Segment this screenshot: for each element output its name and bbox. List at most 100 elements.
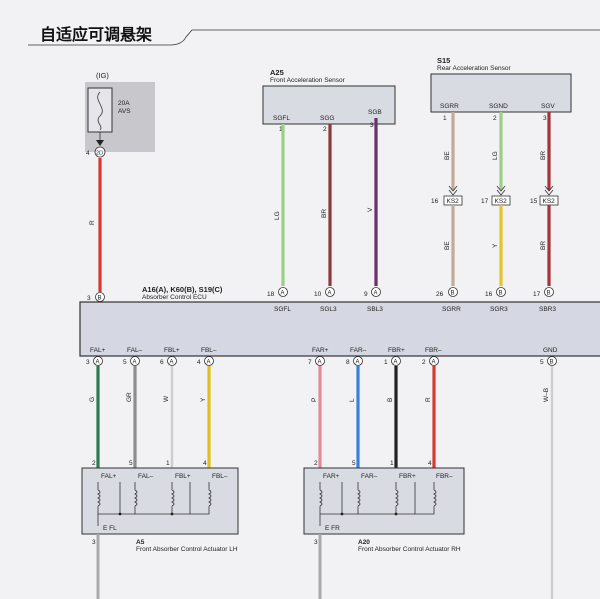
ecu-top-pin-name-1: SGFL [274, 306, 291, 313]
actuator-rh-coils [319, 482, 437, 526]
junction-2: KS2 17 [481, 185, 511, 206]
actuator-rh-node-2 [394, 512, 398, 516]
ecu-top-pin-name-4: SGRR [442, 306, 461, 313]
actuator-rh-ground-pin: 3 [314, 539, 318, 546]
rear-sensor-name: Rear Acceleration Sensor [437, 65, 512, 72]
ecu-top-pin-circle-1 [278, 287, 288, 297]
ecu-top-pin-num-1: 18 [267, 291, 275, 298]
rear-sensor-pin-1: 1 [443, 115, 447, 122]
ecu-bottom-pin-conn-1: A [96, 360, 100, 366]
actuator-lh-pin-1: 2 [92, 460, 96, 467]
actuator-lh-pin-2: 5 [129, 460, 133, 467]
actuator-lh-coil-4-icon [189, 482, 212, 515]
actuator-rh-coil-2-icon [341, 482, 361, 515]
rear-sensor-wire-code-1: BE [444, 151, 451, 160]
ecu-bottom-wire-code-6: L [349, 398, 356, 402]
junction-2-pin: 17 [481, 198, 489, 205]
ecu-bottom-pin-num-7: 1 [384, 359, 388, 366]
actuator-rh-pin-3: 1 [390, 460, 394, 467]
ecu-bottom-pin-conn-8: A [432, 360, 436, 366]
front-sensor-wire-code-2: BR [321, 209, 328, 218]
ecu-bottom-pin-num-6: 8 [346, 359, 350, 366]
ecu-bottom-wire-code-8: R [425, 397, 432, 402]
power-pin: 3 [87, 295, 91, 302]
front-sensor-name: Front Acceleration Sensor [270, 77, 346, 84]
actuator-lh-ground-pin: 3 [92, 539, 96, 546]
ecu-bottom-pin-circle-1 [93, 356, 103, 366]
junction-3-chevron-icon [544, 185, 554, 196]
fuse-connector-circle [94, 146, 106, 158]
actuator-lh-pin-3: 1 [166, 460, 170, 467]
actuator-rh-pin-name-4: FBR– [436, 473, 453, 480]
ecu-bottom-pin-name-9: GND [543, 347, 558, 354]
rear-sensor-pin-name-2: SGND [489, 103, 508, 110]
power-pin-conn: B [98, 296, 102, 302]
ecu-top-pin-circle-6 [544, 287, 554, 297]
front-sensor-pin-name-3: SGB [368, 109, 382, 116]
ecu-top-pin-name-2: SGL3 [320, 306, 337, 313]
ecu-top-pin-circle-5 [496, 287, 506, 297]
actuator-rh-ground: E FR [325, 525, 340, 532]
junction-1-chevron-icon [448, 185, 458, 196]
ecu-bottom-pin-num-3: 6 [160, 359, 164, 366]
ecu-bottom-pin-name-4: FBL– [201, 347, 217, 354]
actuator-lh-ground: E FL [103, 525, 117, 532]
ecu-top-pin-num-4: 26 [436, 291, 444, 298]
ecu-bottom-wire-code-4: Y [200, 397, 207, 402]
actuator-lh-name: Front Absorber Control Actuator LH [136, 546, 238, 553]
ecu-bottom-pin-num-1: 3 [86, 359, 90, 366]
ecu-bottom-pin-circle-8 [429, 356, 439, 366]
ecu-codes: A16(A), K60(B), S19(C) [142, 285, 223, 294]
ecu-top-pin-num-3: 9 [364, 291, 368, 298]
ecu-bottom-pin-circle-3 [167, 356, 177, 366]
actuator-lh-pin-name-2: FAL– [138, 473, 154, 480]
actuator-lh-code: A5 [136, 539, 145, 546]
rear-sensor-wire-code-3: BR [540, 151, 547, 160]
ecu-top-pin-conn-1: A [281, 291, 285, 297]
front-sensor-pin-3: 3 [370, 122, 374, 129]
actuator-rh-code: A20 [358, 539, 370, 546]
fuse-block: (IG) 20A AVS 4 2D [85, 71, 155, 158]
ecu-box [79, 301, 600, 357]
front-sensor-wire-code-3: V [367, 207, 374, 212]
actuator-lh-node-2 [170, 512, 174, 516]
rear-sensor-wire-code-2: LG [492, 151, 499, 160]
ecu-bottom-wire-code-7: B [387, 398, 394, 402]
ecu-bottom-pin-conn-7: A [394, 360, 398, 366]
ecu-top-pin-name-6: SBR3 [539, 306, 556, 313]
fuse-name: AVS [118, 108, 131, 115]
ecu-top-pin-name-3: SBL3 [367, 306, 383, 313]
ecu-bottom-pin-name-6: FAR– [350, 347, 367, 354]
fuse-rating: 20A [118, 100, 130, 107]
junction-3-pin: 15 [530, 198, 538, 205]
front-acceleration-sensor: A25 Front Acceleration Sensor SGFL SGG S… [262, 68, 396, 133]
ecu-bottom-pin-circle-7 [391, 356, 401, 366]
ecu-bottom-pin-conn-4: A [207, 360, 211, 366]
actuator-lh-box [81, 467, 239, 535]
ecu-bottom-wire-code-3: W [163, 395, 170, 402]
front-sensor-wire-code-1: LG [274, 211, 281, 220]
ecu-bottom-wire-code-5: P [311, 398, 318, 402]
ecu-bottom-pin-num-4: 4 [197, 359, 201, 366]
rear-lower-wire-code-2: Y [492, 243, 499, 248]
junction-3: KS2 15 [530, 185, 559, 206]
ecu-top-pin-name-5: SGR3 [490, 306, 508, 313]
ecu-bottom-pin-conn-2: A [133, 360, 137, 366]
front-sensor-box [262, 85, 396, 125]
actuator-rh-name: Front Absorber Control Actuator RH [358, 546, 461, 553]
ecu-bottom-pin-names: FAL+ FAL– FBL+ FBL– FAR+ FAR– FBR+ FBR– … [90, 347, 558, 354]
ecu-bottom-wire-code-9: W–B [543, 388, 550, 402]
ecu-top-pin-num-6: 17 [533, 291, 541, 298]
fuse-ig-label: (IG) [96, 71, 109, 80]
ecu-top-pin-circle-2 [325, 287, 335, 297]
rear-sensor-pin-2: 2 [493, 115, 497, 122]
fuse-arrow-icon [96, 140, 104, 146]
ecu-bottom-pin-num-5: 7 [308, 359, 312, 366]
power-wire-code: R [89, 220, 96, 225]
ecu-bottom-pin-name-1: FAL+ [90, 347, 106, 354]
ecu-bottom-wire-code-1: G [89, 397, 96, 402]
actuator-rh-pin-4: 4 [428, 460, 432, 467]
actuator-lh-node-1 [118, 512, 122, 516]
